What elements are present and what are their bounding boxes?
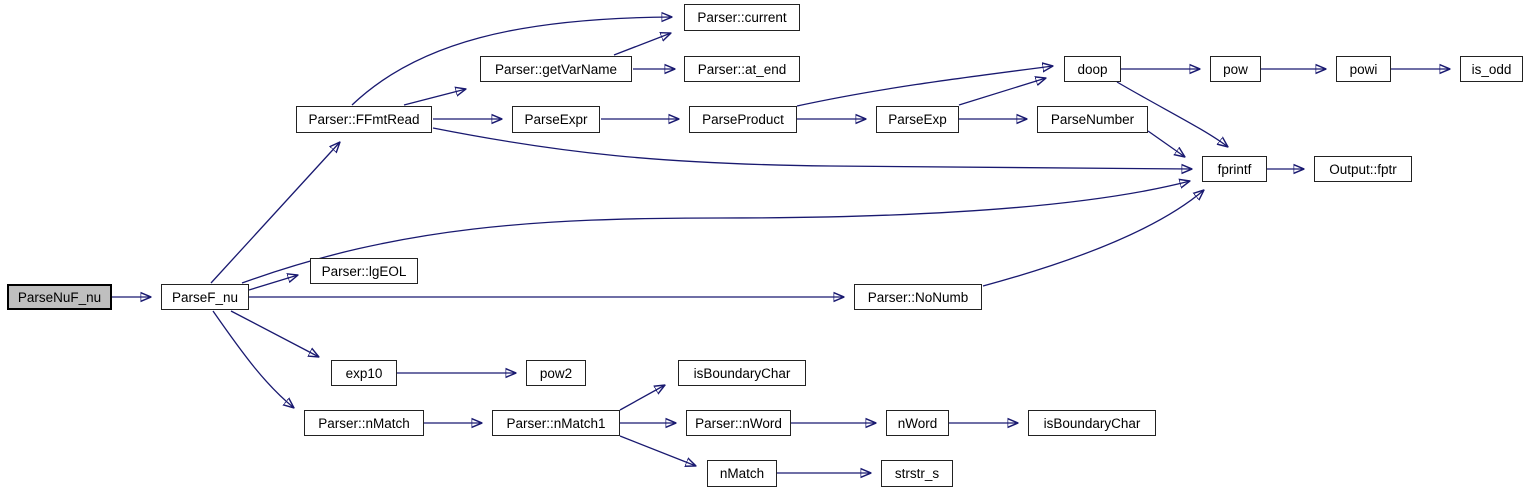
node-is-odd[interactable]: is_odd xyxy=(1460,56,1523,82)
node-parseproduct[interactable]: ParseProduct xyxy=(689,106,797,133)
node-label: ParseProduct xyxy=(702,112,784,127)
node-parser-at-end[interactable]: Parser::at_end xyxy=(684,56,800,82)
node-label: Parser::current xyxy=(697,10,787,25)
node-parser-current[interactable]: Parser::current xyxy=(684,4,800,31)
node-parser-nword[interactable]: Parser::nWord xyxy=(686,410,791,436)
node-parseexp[interactable]: ParseExp xyxy=(876,106,959,133)
node-label: Parser::getVarName xyxy=(494,61,618,77)
node-label: Parser::NoNumb xyxy=(867,289,969,305)
node-output-fptr[interactable]: Output::fptr xyxy=(1314,156,1412,182)
node-label: strstr_s xyxy=(894,466,940,481)
node-nword[interactable]: nWord xyxy=(886,410,949,436)
node-doop[interactable]: doop xyxy=(1064,56,1121,82)
node-label: Parser::lgEOL xyxy=(321,263,407,279)
node-label: Parser::FFmtRead xyxy=(308,112,420,127)
edge-parsef_nu-to-ffmtread xyxy=(210,142,340,284)
node-strstr-s[interactable]: strstr_s xyxy=(881,460,953,487)
node-parsef-nu[interactable]: ParseF_nu xyxy=(161,284,249,310)
edge-getvarname-to-current xyxy=(613,33,671,56)
node-isboundarychar-1[interactable]: isBoundaryChar xyxy=(678,360,806,386)
node-label: ParseNuF_nu xyxy=(17,289,102,305)
edge-parseproduct-to-doop xyxy=(796,66,1053,107)
node-label: doop xyxy=(1077,61,1108,77)
node-exp10[interactable]: exp10 xyxy=(331,360,397,386)
node-label: Parser::nMatch1 xyxy=(506,415,606,431)
node-label: nMatch xyxy=(719,466,765,481)
edge-ffmtread-to-current xyxy=(351,17,672,106)
node-powi[interactable]: powi xyxy=(1336,56,1391,82)
node-label: nWord xyxy=(897,415,938,431)
edge-ffmtread-to-fprintf xyxy=(432,127,1192,169)
node-label: ParseExp xyxy=(888,112,947,127)
node-label: isBoundaryChar xyxy=(693,365,791,381)
node-isboundarychar-2[interactable]: isBoundaryChar xyxy=(1028,410,1156,436)
edge-ffmtread-to-getvarname xyxy=(403,89,466,106)
node-label: ParseNumber xyxy=(1050,112,1135,127)
node-label: is_odd xyxy=(1471,61,1512,77)
node-label: isBoundaryChar xyxy=(1043,415,1141,431)
node-parsenuf-nu: ParseNuF_nu xyxy=(7,284,112,310)
node-parser-nmatch[interactable]: Parser::nMatch xyxy=(304,410,424,436)
node-label: Output::fptr xyxy=(1329,161,1397,177)
node-label: exp10 xyxy=(345,365,383,381)
edge-doop-to-fprintf xyxy=(1116,81,1228,147)
node-parser-lgeol[interactable]: Parser::lgEOL xyxy=(310,258,418,284)
node-label: powi xyxy=(1349,61,1378,77)
node-parser-nmatch1[interactable]: Parser::nMatch1 xyxy=(492,410,620,436)
edge-parsenumber-to-fprintf xyxy=(1147,130,1185,157)
edge-parsef_nu-to-fprintf xyxy=(241,181,1190,284)
node-parsenumber[interactable]: ParseNumber xyxy=(1037,106,1148,133)
node-fprintf[interactable]: fprintf xyxy=(1202,156,1267,182)
node-label: pow xyxy=(1223,61,1248,77)
node-label: Parser::nWord xyxy=(695,415,782,431)
edge-nmatch1-to-nmatch xyxy=(619,435,696,466)
edge-nmatch1-to-isboundarychar xyxy=(619,385,665,411)
node-label: fprintf xyxy=(1217,161,1252,177)
node-nmatch[interactable]: nMatch xyxy=(707,460,777,487)
node-pow2[interactable]: pow2 xyxy=(526,360,586,386)
node-pow[interactable]: pow xyxy=(1210,56,1261,82)
node-label: pow2 xyxy=(539,365,573,381)
node-label: ParseExpr xyxy=(524,112,588,127)
edge-parsef_nu-to-lgeol xyxy=(248,275,298,291)
node-parser-getvarname[interactable]: Parser::getVarName xyxy=(480,56,632,82)
node-parser-nonumb[interactable]: Parser::NoNumb xyxy=(854,284,982,310)
edge-parseexp-to-doop xyxy=(958,78,1046,106)
edge-parsef_nu-to-parser-nmatch xyxy=(212,310,294,408)
node-parseexpr[interactable]: ParseExpr xyxy=(512,106,600,133)
node-label: Parser::at_end xyxy=(697,61,787,77)
node-parser-ffmtread[interactable]: Parser::FFmtRead xyxy=(296,106,432,133)
node-label: Parser::nMatch xyxy=(318,415,410,431)
edge-nonumb-to-fprintf xyxy=(982,190,1204,287)
edge-parsef_nu-to-exp10 xyxy=(230,310,319,357)
node-label: ParseF_nu xyxy=(171,289,239,305)
